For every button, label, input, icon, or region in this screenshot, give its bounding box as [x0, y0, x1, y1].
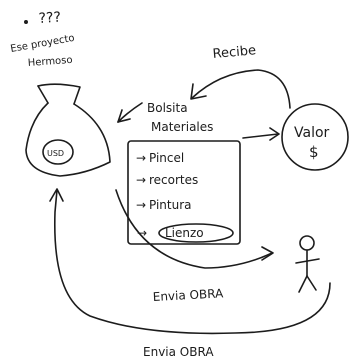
note-line-1: Ese proyecto	[10, 33, 76, 55]
lienzo-circle	[158, 223, 234, 243]
valor-label: Valor	[294, 125, 330, 141]
materials-list-box	[127, 140, 241, 245]
material-item-arrow: →	[136, 173, 146, 187]
recibe-arrow	[190, 69, 291, 109]
material-item-3: Pintura	[149, 198, 192, 212]
material-item-arrow: →	[136, 151, 146, 165]
material-item-1: Pincel	[149, 151, 184, 165]
material-item-4: Lienzo	[165, 226, 204, 240]
envia-arrow-lower	[49, 188, 331, 335]
question-marks: ???	[38, 9, 61, 27]
arrow-label-to-bag	[117, 102, 143, 123]
bag-list-title-1: Bolsita	[147, 101, 188, 115]
recibe-label: Recibe	[212, 43, 257, 62]
valor-circle	[281, 103, 349, 171]
arrow-list-to-valor	[242, 127, 280, 141]
valor-symbol: $	[309, 143, 319, 161]
material-item-arrow: →	[136, 198, 146, 212]
material-item-2: recortes	[149, 173, 198, 187]
material-item-arrow: →	[137, 226, 147, 240]
bag-list-title-2: Materiales	[151, 120, 213, 134]
person-icon	[295, 235, 320, 293]
ink-dot	[23, 19, 28, 24]
bag-label: USD	[47, 149, 64, 158]
money-bag-icon	[25, 83, 111, 177]
envia-obra-lower-label: Envia OBRA	[143, 345, 214, 359]
envia-obra-upper-label: Envia OBRA	[152, 286, 224, 304]
note-line-2: Hermoso	[27, 55, 72, 69]
envia-arrow-upper	[115, 189, 274, 269]
